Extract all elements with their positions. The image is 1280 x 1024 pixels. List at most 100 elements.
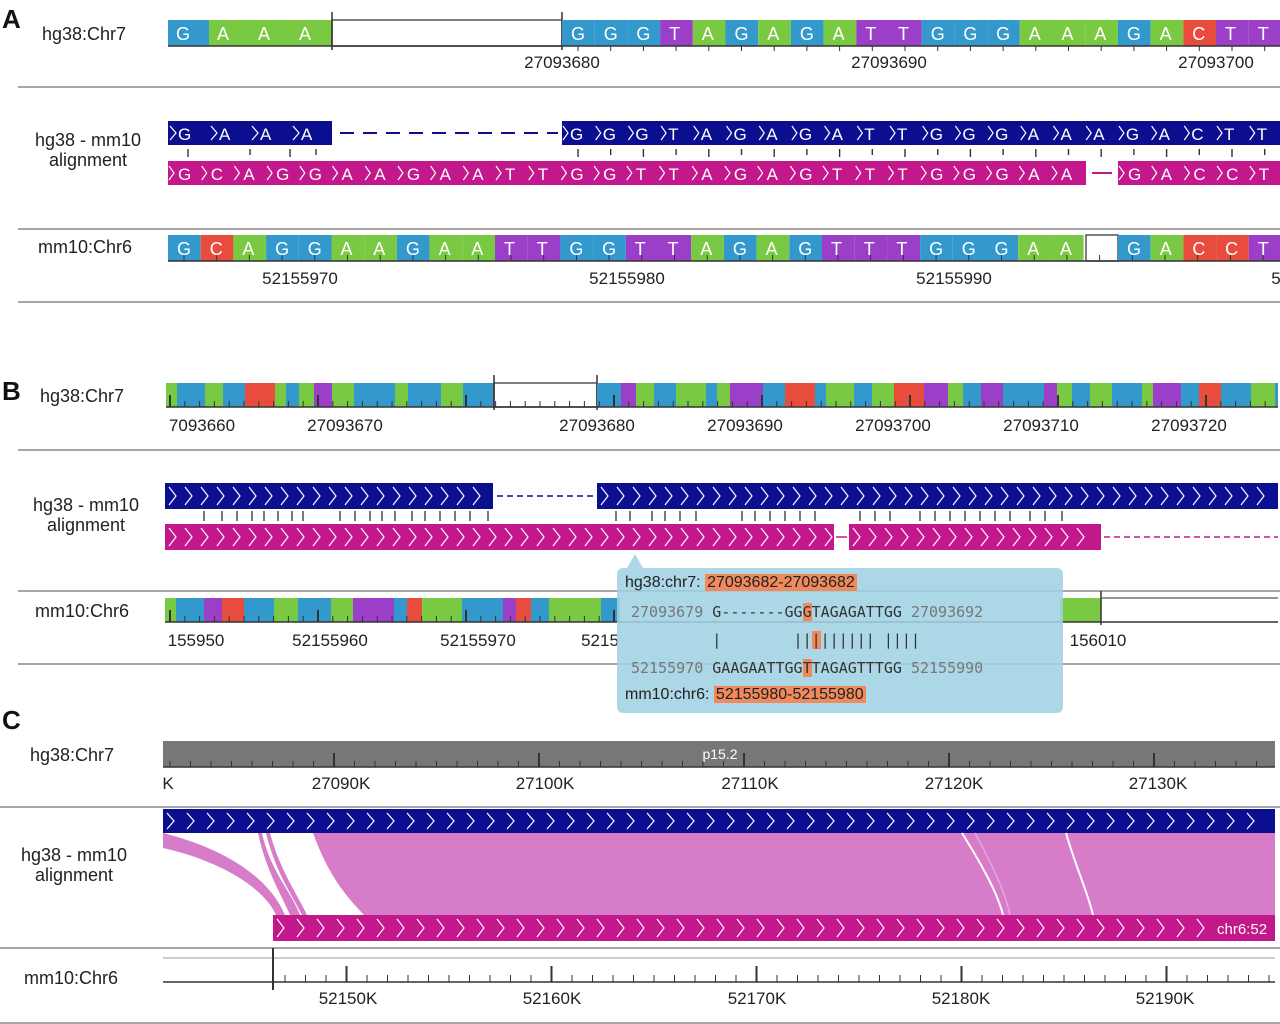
track-label-mm10: mm10:Chr6 xyxy=(24,968,119,988)
alignment-base: A xyxy=(767,165,779,184)
chevrons xyxy=(600,486,1265,506)
chevron xyxy=(1085,125,1092,141)
alignment-base: T xyxy=(538,165,548,184)
base-block xyxy=(1112,383,1142,407)
tick-label: 52190K xyxy=(1136,989,1195,1008)
base-label: G xyxy=(798,239,812,259)
alignment-base: A xyxy=(1093,125,1105,144)
base-block xyxy=(1057,383,1072,407)
base-cell xyxy=(627,20,661,46)
hg38-alignment-block xyxy=(562,121,1280,145)
alignment-base: A xyxy=(472,165,484,184)
tooltip-hg38-snp: G xyxy=(802,603,812,621)
base-label: T xyxy=(504,239,515,259)
base-block xyxy=(1072,383,1090,407)
tick-label: K xyxy=(162,774,174,793)
base-block xyxy=(1142,383,1153,407)
base-block xyxy=(826,383,839,407)
chevron xyxy=(560,165,568,181)
chevron xyxy=(233,165,241,181)
alignment-base: A xyxy=(1028,165,1040,184)
chevron xyxy=(364,165,371,181)
alignment-bar-label: chr6:52 xyxy=(1217,921,1267,938)
tooltip-match-line: 27093679 | ||||||||| |||| xyxy=(631,631,920,649)
alignment-base: A xyxy=(260,125,272,144)
base-block xyxy=(1090,383,1112,407)
chevrons xyxy=(276,918,1205,938)
base-cell xyxy=(291,20,332,46)
alignment-base: A xyxy=(1159,125,1171,144)
base-block xyxy=(597,383,608,407)
alignment-base: G xyxy=(930,125,943,144)
chevron xyxy=(1118,165,1125,181)
base-label: T xyxy=(537,239,548,259)
base-label: A xyxy=(242,239,254,259)
alignment-base: G xyxy=(734,125,747,144)
base-block xyxy=(601,598,612,622)
base-block xyxy=(204,598,222,622)
base-block xyxy=(1181,383,1199,407)
base-block xyxy=(423,383,441,407)
chevron xyxy=(1249,165,1256,181)
track-label-mm10: mm10:Chr6 xyxy=(35,601,130,621)
base-label: G xyxy=(604,24,618,44)
tick-label: 52155980 xyxy=(589,269,665,288)
chevron xyxy=(169,125,177,141)
base-label: T xyxy=(831,239,842,259)
base-block xyxy=(222,598,244,622)
hg38-alignment-block xyxy=(168,121,332,145)
base-label: G xyxy=(1127,239,1141,259)
base-label: T xyxy=(635,239,646,259)
base-label: T xyxy=(898,24,909,44)
base-block xyxy=(785,383,815,407)
base-block xyxy=(463,383,493,407)
tooltip-match-a: | || xyxy=(712,631,812,649)
chevron xyxy=(430,165,437,181)
tooltip-hg38-start: 27093679 xyxy=(631,603,704,621)
base-block xyxy=(332,383,354,407)
base-label: G xyxy=(929,239,943,259)
base-label: G xyxy=(735,24,749,44)
base-block xyxy=(854,383,872,407)
base-cell xyxy=(1019,20,1053,46)
alignment-base: G xyxy=(1126,125,1139,144)
tick-label: 52155970 xyxy=(262,269,338,288)
alignment-base: A xyxy=(766,125,778,144)
track-label-alignment: hg38 - mm10 alignment xyxy=(32,495,140,535)
base-block xyxy=(676,383,706,407)
alignment-base: G xyxy=(603,165,616,184)
alignment-base: C xyxy=(1226,165,1238,184)
tooltip-hg38-row: hg38:chr7: 27093682-27093682 xyxy=(625,574,857,592)
base-label: G xyxy=(177,239,191,259)
chevron xyxy=(987,125,994,141)
chromosome-band xyxy=(163,741,1275,767)
base-block xyxy=(298,598,313,622)
base-cell xyxy=(250,20,291,46)
base-block xyxy=(189,598,204,622)
tooltip-hg38-title: hg38:chr7: xyxy=(625,574,701,591)
base-cell xyxy=(790,20,824,46)
base-label: G xyxy=(962,239,976,259)
mm10-alignment-block xyxy=(168,161,1086,185)
alignment-tooltip: hg38:chr7: 27093682-27093682 27093679 G-… xyxy=(617,554,1063,713)
alignment-base: G xyxy=(1128,165,1141,184)
alignment-base: G xyxy=(570,165,583,184)
gap-box xyxy=(493,382,598,408)
tick-label: 27093700 xyxy=(1178,53,1254,72)
base-block xyxy=(1275,383,1278,407)
mm10-alignment-block xyxy=(165,524,834,550)
alignment-base: G xyxy=(995,125,1008,144)
tick-label: 27093700 xyxy=(855,416,931,435)
tooltip-hg38-end: 27093692 xyxy=(910,603,984,621)
chevron xyxy=(822,165,829,181)
alignment-base: A xyxy=(374,165,386,184)
alignment-base: A xyxy=(1028,125,1040,144)
mm10-alignment-block xyxy=(1118,161,1280,185)
base-label: A xyxy=(833,24,845,44)
tooltip-hg38-range: 27093682-27093682 xyxy=(705,574,857,591)
tick-label: 52170K xyxy=(728,989,787,1008)
tooltip-hg38-seq-a: G-------GG xyxy=(712,603,803,621)
base-label: G xyxy=(569,239,583,259)
base-label: A xyxy=(1094,24,1106,44)
